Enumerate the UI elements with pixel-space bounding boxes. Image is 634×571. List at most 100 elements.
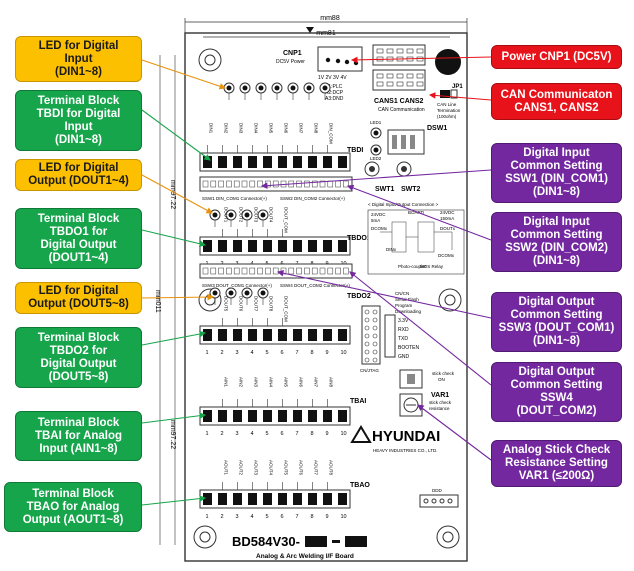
terminal-screw (248, 156, 257, 168)
ssw-pin (311, 267, 318, 275)
ssw-pin (233, 180, 240, 188)
terminal-label: DIN1 (209, 123, 214, 134)
terminal-number: 4 (251, 514, 254, 520)
callout-can-communication: CAN Communicaton CANS1, CANS2 (491, 83, 622, 120)
terminal-screw (233, 493, 242, 505)
svg-text:DDD: DDD (432, 488, 442, 493)
terminal-screw (278, 493, 287, 505)
jtag-pin (372, 349, 378, 355)
ssw-pin (296, 267, 302, 275)
jtag-pin (364, 333, 370, 339)
svg-text:(100ohm): (100ohm) (437, 114, 457, 119)
terminal-screw (233, 156, 242, 168)
terminal-number: 8 (311, 514, 314, 520)
callout-line: SSW2 (DIN_COM2) (505, 242, 608, 254)
callout-line: (DIN1~8) (533, 186, 580, 198)
callout-arrow (141, 109, 211, 161)
ssw-pin (265, 267, 271, 275)
svg-text:GND: GND (398, 354, 410, 360)
callout-line: Common Setting (510, 229, 603, 241)
terminal-label: DOUT5 (224, 296, 229, 312)
terminal-label: AIN5 (284, 377, 289, 388)
terminal-screw (233, 410, 242, 422)
led-center (258, 85, 264, 91)
led-center (212, 290, 218, 296)
ssw-pin (304, 267, 310, 275)
terminal-screw (248, 329, 257, 341)
callout-line: Digital Output (40, 357, 117, 370)
jtag-pin (364, 325, 370, 331)
ssw-pin (249, 267, 256, 275)
callout-arrow (141, 59, 227, 90)
svg-text:DSW1: DSW1 (427, 125, 447, 132)
callout-arrow (276, 269, 492, 319)
terminal-number: 1 (206, 514, 209, 520)
svg-text:150mA: 150mA (440, 216, 454, 221)
svg-text:Analog & Arc Welding I/F Board: Analog & Arc Welding I/F Board (256, 553, 354, 560)
terminal-label: DIN5 (269, 123, 274, 134)
callout-ssw2: Digital Input Common Setting SSW2 (DIN_C… (491, 212, 622, 272)
terminal-label: DOUT3 (254, 207, 259, 223)
svg-text:Program: Program (395, 303, 413, 308)
jtag-pin (364, 357, 370, 363)
svg-text:CANS1 CANS2: CANS1 CANS2 (374, 98, 424, 105)
svg-text:24VDC: 24VDC (371, 212, 386, 217)
ssw-pin (218, 267, 224, 275)
svg-text:BOOTEN: BOOTEN (398, 345, 420, 351)
callout-line: TBDO1 for (49, 225, 108, 238)
svg-text:TXD: TXD (398, 336, 408, 342)
ssw-pin (210, 180, 217, 188)
terminal-number: 9 (326, 350, 329, 356)
ssw1-ssw2-strip: SSW1 DIN_COM1 Connector(+) SSW2 DIN_COM2… (199, 161, 421, 201)
callout-line: CAN Communicaton (500, 88, 613, 101)
terminal-label: DOUT4 (269, 207, 274, 223)
terminal-label: DOUT_COM (284, 296, 289, 322)
terminal-screw (278, 410, 287, 422)
callout-line: Common Setting (510, 379, 603, 391)
callout-line: Digital Input (523, 216, 590, 228)
terminal-label: DIN4 (254, 123, 259, 134)
jtag-pin (372, 317, 378, 323)
terminal-label: AIN8 (329, 377, 334, 388)
jtag-pin (372, 333, 378, 339)
callout-arrow (141, 293, 215, 301)
terminal-number: 5 (266, 514, 269, 520)
terminal-label: DIN3 (239, 123, 244, 134)
callout-line: Terminal Block (37, 416, 120, 429)
callout-arrow (141, 495, 207, 506)
terminal-number: 4 (251, 431, 254, 437)
ssw-pin (272, 180, 279, 188)
terminal-screw (218, 240, 227, 252)
callout-line: (DOUT5~8) (48, 370, 109, 383)
callout-line: Output (DOUT1~4) (28, 175, 129, 187)
ssw-pin (343, 267, 349, 275)
terminal-screw (203, 156, 212, 168)
terminal-screw (338, 410, 347, 422)
terminal-screw (203, 240, 212, 252)
terminal-number: 1 (206, 431, 209, 437)
svg-text:1V 2V 3V 4V: 1V 2V 3V 4V (318, 75, 347, 81)
callout-arrows (141, 56, 492, 506)
terminal-screw (203, 329, 212, 341)
terminal-screw (278, 329, 287, 341)
callout-line: Analog Stick Check (502, 444, 611, 456)
svg-text:CAN Communication: CAN Communication (378, 107, 425, 113)
terminal-label: DOUT8 (269, 296, 274, 312)
ssw-pin (257, 180, 263, 188)
svg-text:resistance: resistance (429, 406, 450, 411)
svg-text:5mA: 5mA (371, 218, 380, 223)
terminal-screw (323, 156, 332, 168)
terminal-screw (233, 240, 242, 252)
callout-line: Terminal Block (32, 487, 114, 500)
ssw-pin (343, 180, 349, 188)
ssw-pin (202, 267, 209, 275)
terminal-label: AOUT7 (314, 460, 319, 476)
terminal-screw (308, 156, 317, 168)
terminal-number: 7 (296, 514, 299, 520)
terminal-number: 3 (236, 350, 239, 356)
led-center (228, 212, 234, 218)
callout-terminal-tbai: Terminal Block TBAI for Analog Input (AI… (15, 411, 142, 461)
dout1-4-leds (209, 209, 269, 227)
